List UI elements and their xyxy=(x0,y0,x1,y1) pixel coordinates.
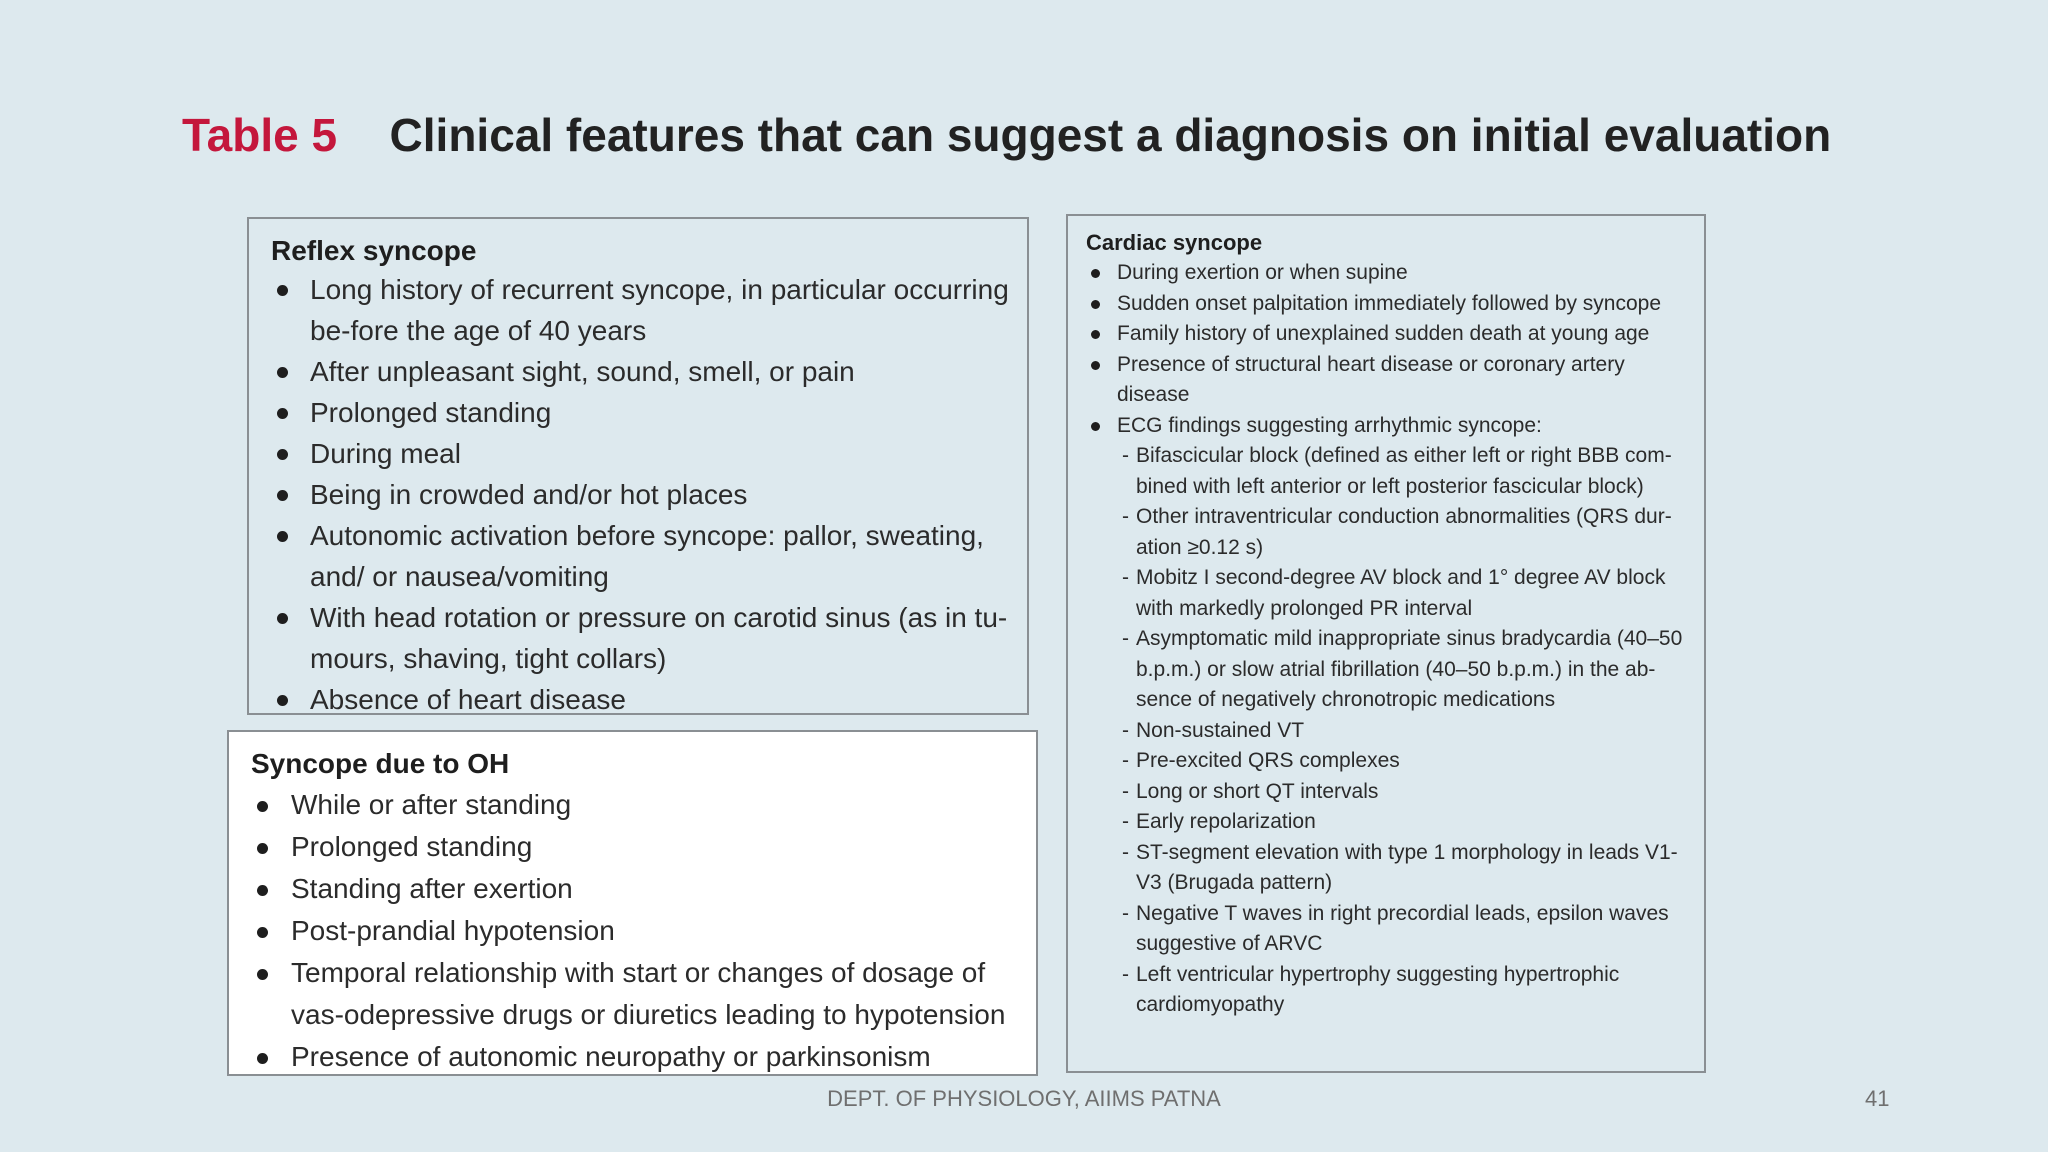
table-title: Clinical features that can suggest a dia… xyxy=(389,109,1832,161)
list-item: ECG findings suggesting arrhythmic synco… xyxy=(1086,411,1690,442)
cardiac-syncope-box: Cardiac syncope During exertion or when … xyxy=(1066,214,1706,1073)
list-item: During exertion or when supine xyxy=(1086,258,1690,289)
list-item: Prolonged standing xyxy=(251,826,1018,868)
list-item: While or after standing xyxy=(251,784,1018,826)
reflex-heading: Reflex syncope xyxy=(271,235,477,266)
list-item: Long history of recurrent syncope, in pa… xyxy=(271,269,1009,351)
ecg-finding-item: Pre-excited QRS complexes xyxy=(1086,746,1690,777)
ecg-finding-item: Early repolarization xyxy=(1086,807,1690,838)
ecg-finding-item: Bifascicular block (defined as either le… xyxy=(1086,441,1690,502)
ecg-finding-item: Asymptomatic mild inappropriate sinus br… xyxy=(1086,624,1690,716)
footer-text: DEPT. OF PHYSIOLOGY, AIIMS PATNA xyxy=(827,1086,1221,1111)
list-item: With head rotation or pressure on caroti… xyxy=(271,597,1009,679)
oh-heading: Syncope due to OH xyxy=(251,748,510,779)
page-number: 41 xyxy=(1865,1086,1890,1111)
slide-title: Table 5 Clinical features that can sugge… xyxy=(182,108,1831,162)
oh-list: While or after standing Prolonged standi… xyxy=(251,784,1018,1078)
ecg-finding-item: Long or short QT intervals xyxy=(1086,777,1690,808)
list-item: Sudden onset palpitation immediately fol… xyxy=(1086,289,1690,320)
list-item: Family history of unexplained sudden dea… xyxy=(1086,319,1690,350)
reflex-list: Long history of recurrent syncope, in pa… xyxy=(271,269,1009,720)
list-item: Autonomic activation before syncope: pal… xyxy=(271,515,1009,597)
list-item: Presence of structural heart disease or … xyxy=(1086,350,1690,411)
ecg-finding-item: Other intraventricular conduction abnorm… xyxy=(1086,502,1690,563)
cardiac-heading: Cardiac syncope xyxy=(1086,230,1263,255)
list-item: After unpleasant sight, sound, smell, or… xyxy=(271,351,1009,392)
list-item: Standing after exertion xyxy=(251,868,1018,910)
reflex-syncope-box: Reflex syncope Long history of recurrent… xyxy=(247,217,1029,715)
list-item: Prolonged standing xyxy=(271,392,1009,433)
ecg-finding-item: Non-sustained VT xyxy=(1086,716,1690,747)
ecg-finding-item: Left ventricular hypertrophy suggesting … xyxy=(1086,960,1690,1021)
list-item: Presence of autonomic neuropathy or park… xyxy=(251,1036,1018,1078)
list-item: Temporal relationship with start or chan… xyxy=(251,952,1018,1036)
list-item: During meal xyxy=(271,433,1009,474)
list-item: Post-prandial hypotension xyxy=(251,910,1018,952)
list-item: Absence of heart disease xyxy=(271,679,1009,720)
cardiac-list: During exertion or when supine Sudden on… xyxy=(1086,258,1690,1021)
ecg-finding-item: Mobitz I second-degree AV block and 1° d… xyxy=(1086,563,1690,624)
ecg-finding-item: Negative T waves in right precordial lea… xyxy=(1086,899,1690,960)
ecg-finding-item: ST-segment elevation with type 1 morphol… xyxy=(1086,838,1690,899)
table-label: Table 5 xyxy=(182,109,338,161)
list-item: Being in crowded and/or hot places xyxy=(271,474,1009,515)
oh-syncope-box: Syncope due to OH While or after standin… xyxy=(227,730,1038,1076)
